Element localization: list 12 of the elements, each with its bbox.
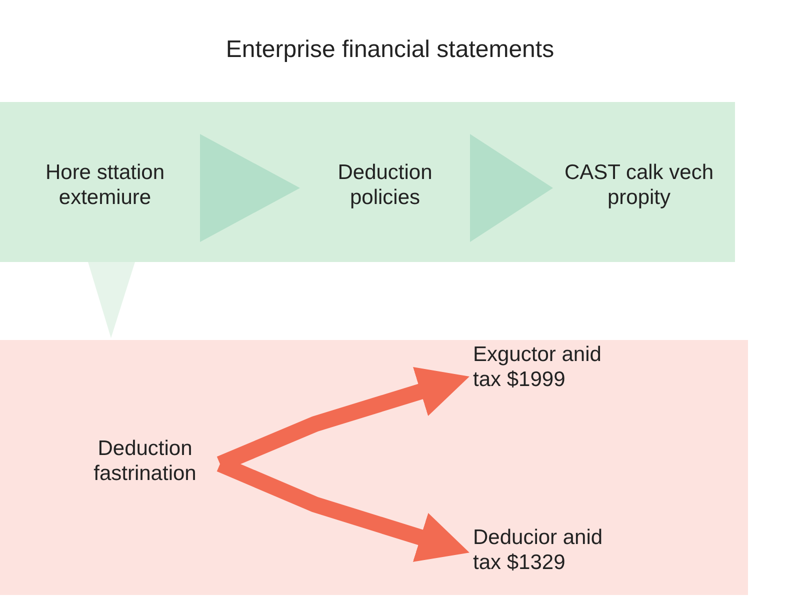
arrow bbox=[200, 134, 300, 242]
band-panel bbox=[0, 340, 748, 595]
node-label: Deduction policies bbox=[336, 160, 434, 210]
arrow bbox=[88, 262, 135, 338]
node-label: Hore sttation extemiure bbox=[44, 160, 166, 210]
node-label: CAST calk vech propity bbox=[564, 160, 714, 210]
node-label: Deducior anid tax $1329 bbox=[473, 525, 604, 576]
band-panel bbox=[0, 102, 735, 262]
diagram-title: Enterprise financial statements bbox=[224, 36, 556, 64]
arrow bbox=[470, 134, 553, 242]
node-label: Exguctor anid tax $1999 bbox=[473, 342, 602, 392]
node-label: Deduction fastrination bbox=[92, 436, 198, 486]
